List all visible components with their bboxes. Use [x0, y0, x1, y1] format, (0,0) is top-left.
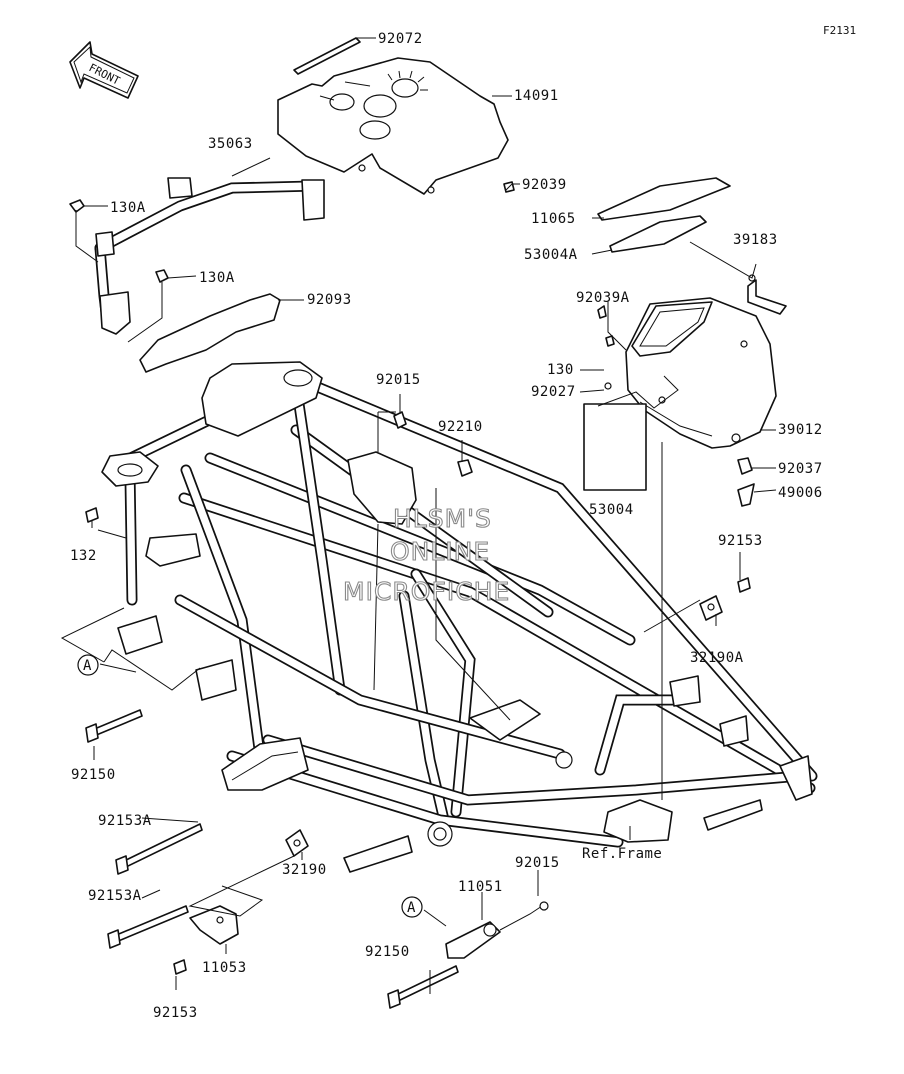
bracket-32190-part: [285, 595, 723, 857]
callout-label: 39183: [733, 232, 778, 248]
callout-label: 49006: [778, 485, 823, 501]
callout-label: A: [83, 658, 92, 674]
callout-label: 92037: [778, 461, 823, 477]
front-arrow-icon: FRONT: [69, 41, 139, 99]
callout-label: 53004A: [524, 247, 578, 263]
reference-a-circle: [77, 654, 99, 676]
callout-label: 53004: [589, 502, 634, 518]
callout-label: 92153: [718, 533, 763, 549]
callout-label: 32190A: [690, 650, 744, 666]
watermark: HLSM'S ONLINE MICROFICHE: [342, 503, 510, 606]
callout-label: 92027: [531, 384, 576, 400]
frame-main-part: [101, 361, 818, 873]
callout-label: 92039A: [576, 290, 630, 306]
callout-label: 92015: [515, 855, 560, 871]
callout-label: 92153A: [98, 813, 152, 829]
callout-label: 130A: [199, 270, 235, 286]
callout-label: 92210: [438, 419, 483, 435]
callout-label: 92153: [153, 1005, 198, 1021]
bracket-11053-part: [173, 905, 239, 975]
callout-labels: 92072 14091 35063 92039 130A 11065 39183…: [70, 31, 823, 1021]
bracket-11051-part: [445, 901, 549, 959]
leader-lines: [60, 37, 777, 994]
callout-label: 92039: [522, 177, 567, 193]
strap-part: [293, 37, 361, 75]
callout-label: 11053: [202, 960, 247, 976]
callout-label: Ref.Frame: [582, 846, 662, 862]
watermark-line-3: MICROFICHE: [343, 577, 510, 606]
figure-code: F2131: [823, 24, 856, 37]
callout-label: 132: [70, 548, 97, 564]
callout-label: 11051: [458, 879, 503, 895]
callout-label: 39012: [778, 422, 823, 438]
cushion-part: [139, 293, 281, 373]
rack-tube-part: [94, 177, 325, 335]
watermark-line-1: HLSM'S: [393, 504, 492, 533]
callout-label: 11065: [531, 211, 576, 227]
callout-label: 14091: [514, 88, 559, 104]
callout-label: 92150: [71, 767, 116, 783]
callout-label: 130: [547, 362, 574, 378]
fitting-icon: [85, 181, 755, 593]
label-plate-part: [583, 403, 647, 491]
callout-label: 92072: [378, 31, 423, 47]
callout-label: 35063: [208, 136, 253, 152]
callout-label: A: [407, 900, 416, 916]
callout-label: 92015: [376, 372, 421, 388]
seat-pad-part: [597, 177, 731, 253]
callout-label: 92150: [365, 944, 410, 960]
callout-label: 32190: [282, 862, 327, 878]
reference-a-circle: [401, 896, 423, 918]
tool-box-part: [625, 297, 777, 449]
watermark-line-2: ONLINE: [390, 537, 490, 566]
callout-label: 130A: [110, 200, 146, 216]
callout-label: 92153A: [88, 888, 142, 904]
cover-plate-part: [277, 57, 509, 195]
callout-label: 92093: [307, 292, 352, 308]
bracket-39183-part: [747, 274, 787, 315]
bolt-92150-icon: [85, 709, 459, 1009]
bolt-130a-icon: [69, 199, 169, 283]
